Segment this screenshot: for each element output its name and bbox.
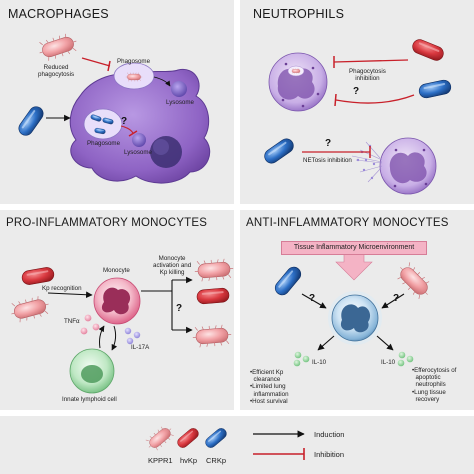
legend-kppr1-icon: [144, 422, 176, 454]
anti-inflammatory-title: ANTI-INFLAMMATORY MONOCYTES: [246, 217, 449, 229]
hvkp-bacterium-neutrophil: [410, 37, 446, 63]
phagocytosis-inhibition-label: Phagocytosis inhibition: [349, 68, 386, 83]
ilc-label: Innate lymphoid cell: [62, 396, 117, 403]
crkp-bacterium-neutrophil: [417, 78, 453, 100]
monocyte-label: Monocyte: [103, 267, 130, 274]
legend-hvkp-label: hvKp: [180, 456, 198, 465]
neutrophil-question-mark-bottom: ?: [325, 138, 332, 149]
legend-inhibition-label: Inhibition: [314, 450, 345, 459]
il10-dots-right: [397, 351, 414, 367]
il10-right-label: IL-10: [381, 359, 396, 366]
legend-crkp-label: CRKp: [206, 456, 227, 465]
pro-monocyte-cell: [93, 277, 141, 325]
neutrophil-bottom: [379, 137, 437, 195]
tnf-label: TNFα: [64, 318, 80, 325]
il10-left-label: IL-10: [312, 359, 327, 366]
anti-monocyte-cell: [328, 291, 382, 345]
phagosome-top-label: Phagosome: [117, 58, 151, 65]
phagosome-bottom-label: Phagosome: [87, 140, 121, 147]
il17a-label: IL-17A: [131, 344, 150, 351]
anti-question-mark-left: ?: [309, 293, 316, 304]
kppr1-bacterium-pro-right-top: [193, 258, 235, 282]
pro-inflammatory-title: PRO-INFLAMMATORY MONOCYTES: [6, 217, 208, 229]
neutrophil-question-mark-top: ?: [353, 86, 360, 97]
legend-crkp-icon: [203, 425, 229, 451]
crkp-bacterium-anti: [271, 263, 305, 299]
lysosome-top-label: Lysosome: [166, 99, 194, 106]
phagosome-bottom: [83, 108, 123, 140]
legend-panel: [0, 416, 474, 474]
crkp-bacterium-macrophage: [15, 103, 47, 139]
neutrophil-top: [268, 52, 328, 112]
microenvironment-banner: Tissue Inflammatory Microenvironment: [281, 241, 427, 255]
kppr1-bacterium-anti: [393, 260, 435, 302]
netosis-inhibition-label: NETosis inhibition: [303, 157, 352, 164]
anti-question-mark-right: ?: [393, 293, 400, 304]
kppr1-bacterium-pro: [8, 294, 52, 324]
hvkp-bacterium-pro: [20, 265, 56, 287]
phagosome-top: [113, 62, 155, 90]
macrophage-cell: [69, 68, 211, 184]
macrophage-question-mark: ?: [121, 116, 128, 127]
tnf-dots: [80, 314, 100, 335]
hvkp-bacterium-pro-right: [195, 287, 231, 305]
microenvironment-arrow: [335, 253, 373, 281]
reduced-phagocytosis-label: Reduced phagocytosis: [38, 64, 75, 79]
il17a-dots: [124, 327, 141, 345]
legend-hvkp-icon: [175, 425, 201, 451]
lysosome-bottom-label: Lysosome: [124, 149, 152, 156]
kppr1-bacterium-macrophage: [36, 31, 80, 63]
monocyte-activation-label: Monocyte activation and Kp killing: [153, 255, 192, 277]
innate-lymphoid-cell: [69, 348, 115, 394]
macrophages-title: MACROPHAGES: [8, 7, 109, 21]
net-fibers: [351, 141, 383, 183]
left-outcomes-list: •Efficient Kp clearance •Limited lung in…: [250, 369, 289, 405]
lysosome-bottom: [132, 133, 146, 147]
right-outcomes-list: •Efferocytosis of apoptotic neutrophils …: [412, 367, 457, 403]
crkp-bacterium-netosis: [261, 135, 297, 167]
legend-kppr1-label: KPPR1: [148, 456, 173, 465]
lysosome-top: [171, 81, 187, 97]
legend-induction-label: Induction: [314, 430, 345, 439]
il10-dots-left: [293, 351, 310, 367]
neutrophils-title: NEUTROPHILS: [253, 7, 345, 21]
kppr1-bacterium-pro-right-bottom: [191, 324, 233, 348]
kp-recognition-label: Kp recognition: [42, 285, 82, 292]
pro-question-mark: ?: [176, 303, 183, 314]
